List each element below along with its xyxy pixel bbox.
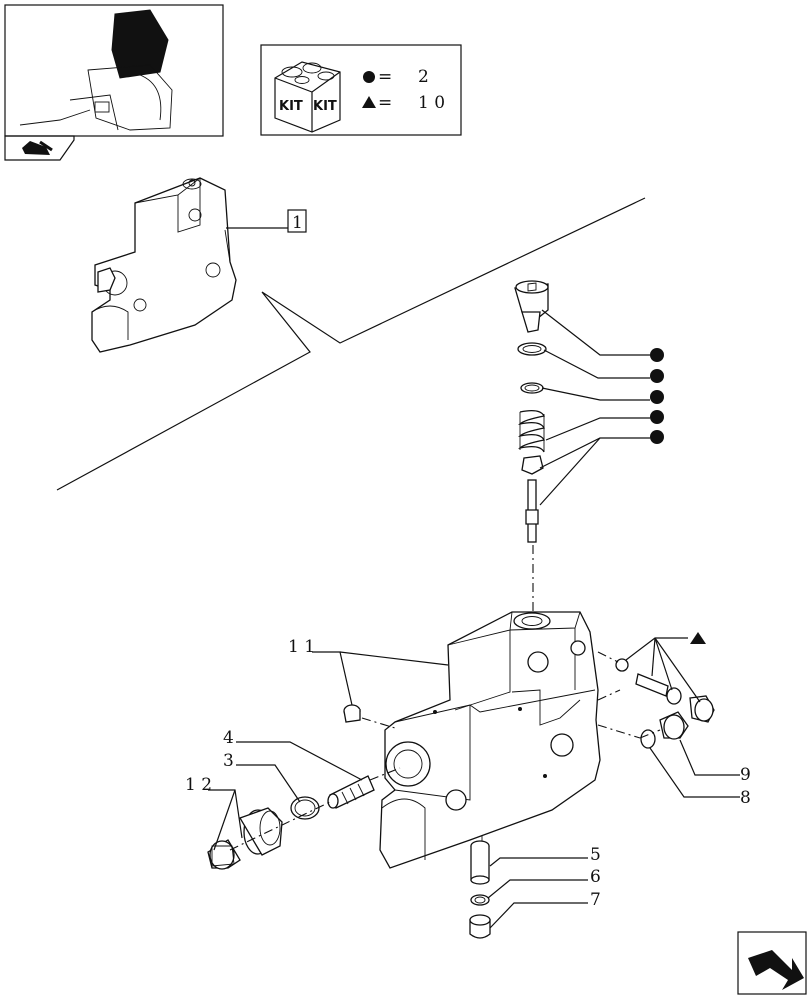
arrow-icon	[748, 950, 804, 990]
callout-3: 3	[223, 751, 234, 771]
kit-circle-marker-icon	[650, 430, 664, 444]
o-ring-8	[640, 729, 656, 749]
kit-triangle-marker-icon	[690, 632, 706, 644]
callout-4: 4	[223, 728, 234, 748]
callout-8: 8	[740, 788, 751, 808]
section-break-line	[56, 197, 646, 491]
kit-triangle-eq: =	[378, 93, 392, 113]
kit-circle-eq: =	[378, 67, 392, 87]
spring-small	[635, 673, 669, 697]
washer-6	[470, 894, 490, 906]
valve-stack-parts	[514, 280, 664, 620]
kit-circle-marker-icon	[650, 410, 664, 424]
screw-5	[470, 840, 490, 885]
kit-label-right: KIT	[313, 99, 337, 114]
plug-right	[689, 695, 715, 723]
cap-7	[469, 914, 491, 939]
assembled-valve-view: 1	[91, 177, 307, 353]
orifice-4	[327, 775, 375, 809]
valve-housing	[379, 611, 601, 869]
left-parts	[207, 741, 401, 870]
cap-12	[207, 839, 241, 870]
callout-7: 7	[590, 890, 601, 910]
o-ring-small	[666, 687, 682, 705]
kit-icon: KIT KIT	[274, 61, 341, 133]
callout-11: 1 1	[288, 637, 315, 657]
kit-circle-value: 2	[418, 67, 429, 87]
callout-5: 5	[590, 845, 601, 865]
callout-9: 9	[740, 765, 751, 785]
right-parts	[597, 632, 740, 798]
plug-9	[659, 711, 689, 740]
plug-top	[514, 280, 549, 333]
spring-seat	[521, 455, 544, 475]
kit-circle-marker-icon	[650, 348, 664, 362]
o-ring-lower	[520, 382, 544, 394]
o-ring-upper	[517, 342, 547, 356]
fitting-12	[239, 807, 283, 856]
kit-triangle-value: 1 0	[418, 93, 445, 113]
kit-circle-marker-icon	[650, 390, 664, 404]
assembly-ref-label: 1	[292, 213, 303, 233]
callout-6: 6	[590, 867, 601, 887]
plug-11	[312, 651, 449, 729]
navigation-tab[interactable]	[4, 135, 75, 161]
ref-box	[287, 209, 307, 233]
kit-circle-symbol-icon	[363, 71, 375, 83]
spring	[518, 410, 545, 453]
assembly-thumbnail[interactable]	[4, 4, 224, 137]
kit-circle-marker-icon	[650, 369, 664, 383]
ball	[615, 658, 629, 672]
kit-label-left: KIT	[279, 99, 303, 114]
kit-triangle-symbol-icon	[362, 96, 376, 108]
kit-legend: KIT KIT = 2 = 1 0	[260, 44, 462, 136]
poppet-pin	[525, 479, 539, 543]
bottom-parts	[469, 840, 588, 939]
callout-12: 1 2	[185, 775, 212, 795]
next-page-button[interactable]	[737, 931, 807, 995]
